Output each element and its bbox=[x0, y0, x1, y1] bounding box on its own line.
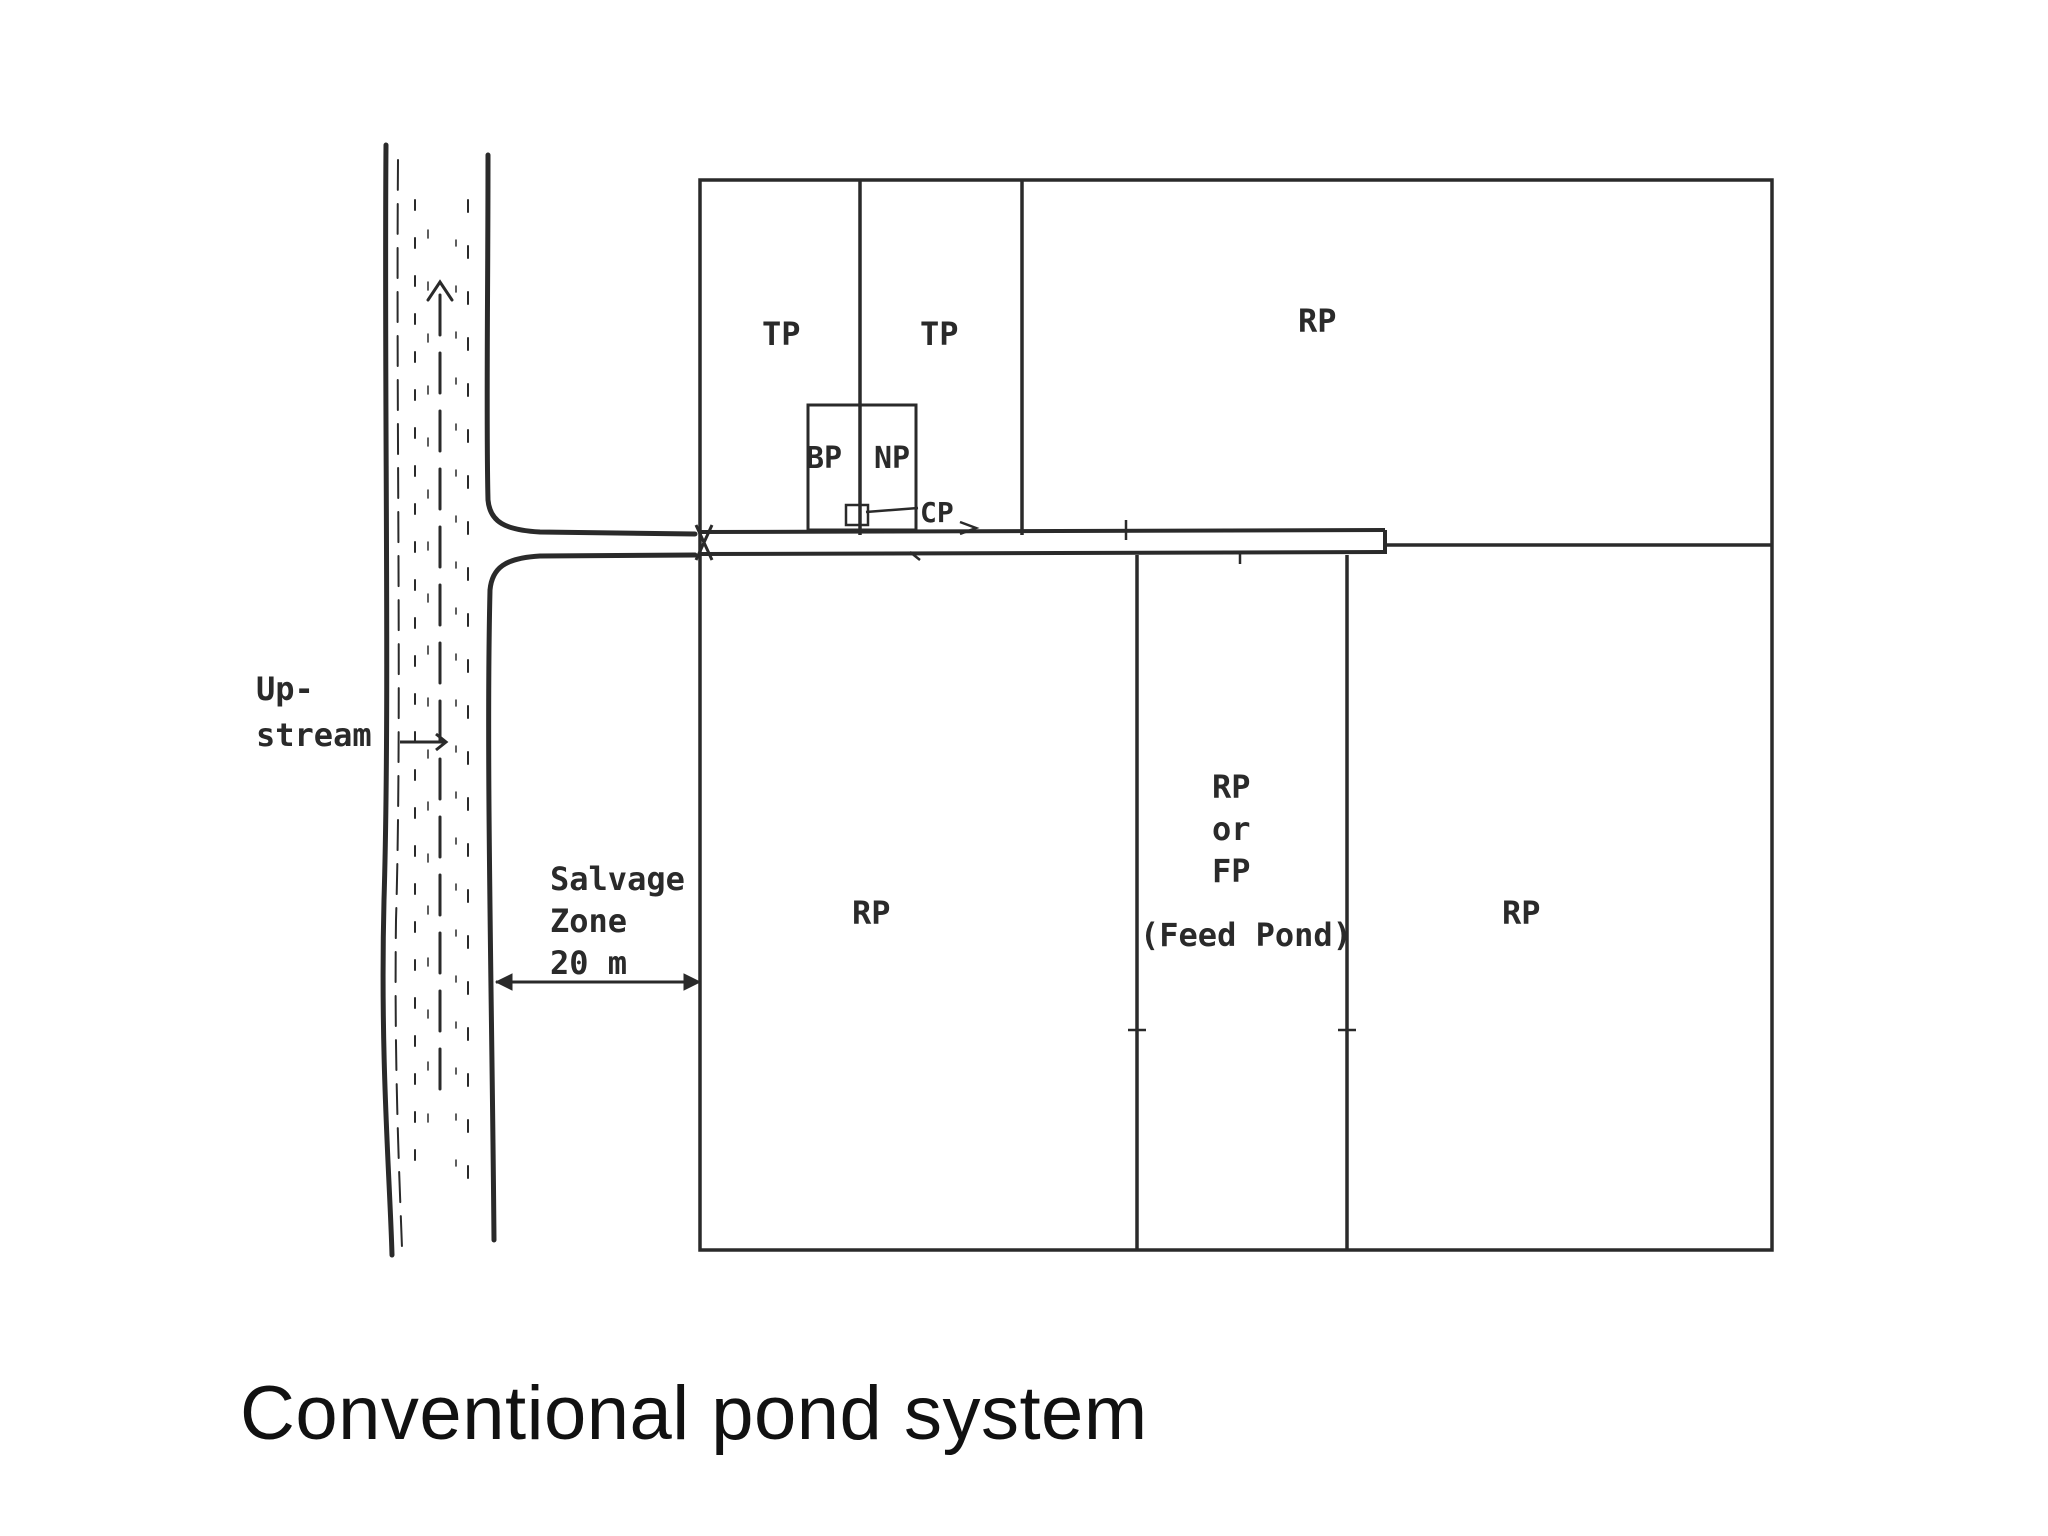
canal-top-edge bbox=[699, 528, 1386, 534]
river-left-bank bbox=[380, 142, 395, 1258]
salvage-arrow-left-head bbox=[494, 973, 513, 991]
label-rp-or-fp-1: RP bbox=[1212, 768, 1251, 806]
cp-pointer bbox=[865, 506, 919, 514]
supply-canal bbox=[694, 503, 1387, 564]
river bbox=[380, 142, 698, 1258]
river-right-bank-lower bbox=[486, 552, 698, 1243]
upstream-pointer bbox=[400, 732, 449, 752]
label-np: NP bbox=[874, 441, 910, 476]
river-left-bank-inner bbox=[394, 159, 403, 1249]
label-salvage-1: Salvage bbox=[550, 860, 685, 898]
label-upstream-1: Up- bbox=[256, 670, 314, 708]
label-salvage-3: 20 m bbox=[550, 944, 627, 982]
canal-arrow-1 bbox=[959, 520, 980, 536]
label-salvage-2: Zone bbox=[550, 902, 627, 940]
label-rp-bottom-left: RP bbox=[852, 894, 891, 932]
pond-boundary bbox=[698, 178, 1774, 1252]
canal-arrow-4 bbox=[909, 551, 921, 561]
figure-caption: Conventional pond system bbox=[240, 1371, 1148, 1456]
river-flow-arrow bbox=[426, 279, 454, 302]
salvage-zone-arrow bbox=[494, 973, 702, 991]
label-rp-bottom-right: RP bbox=[1502, 894, 1541, 932]
label-upstream-2: stream bbox=[256, 716, 372, 754]
label-tp-left: TP bbox=[762, 315, 801, 353]
canal-gate-inlet bbox=[694, 524, 714, 561]
upstream-pointer-head bbox=[435, 732, 449, 752]
label-rp-or-fp-2: or bbox=[1212, 810, 1251, 848]
cp-gate bbox=[844, 503, 870, 527]
canal-bottom-edge bbox=[699, 550, 1386, 556]
label-rp-top-right: RP bbox=[1298, 302, 1337, 340]
pond-grid bbox=[698, 178, 1774, 1252]
river-right-bank-upper bbox=[484, 152, 698, 537]
salvage-arrow-right-head bbox=[683, 973, 702, 991]
label-rp-or-fp-3: FP bbox=[1212, 852, 1251, 890]
label-feed-pond: (Feed Pond) bbox=[1140, 916, 1352, 954]
label-cp: CP bbox=[920, 496, 954, 529]
label-bp: BP bbox=[806, 441, 842, 476]
label-tp-right: TP bbox=[920, 315, 959, 353]
